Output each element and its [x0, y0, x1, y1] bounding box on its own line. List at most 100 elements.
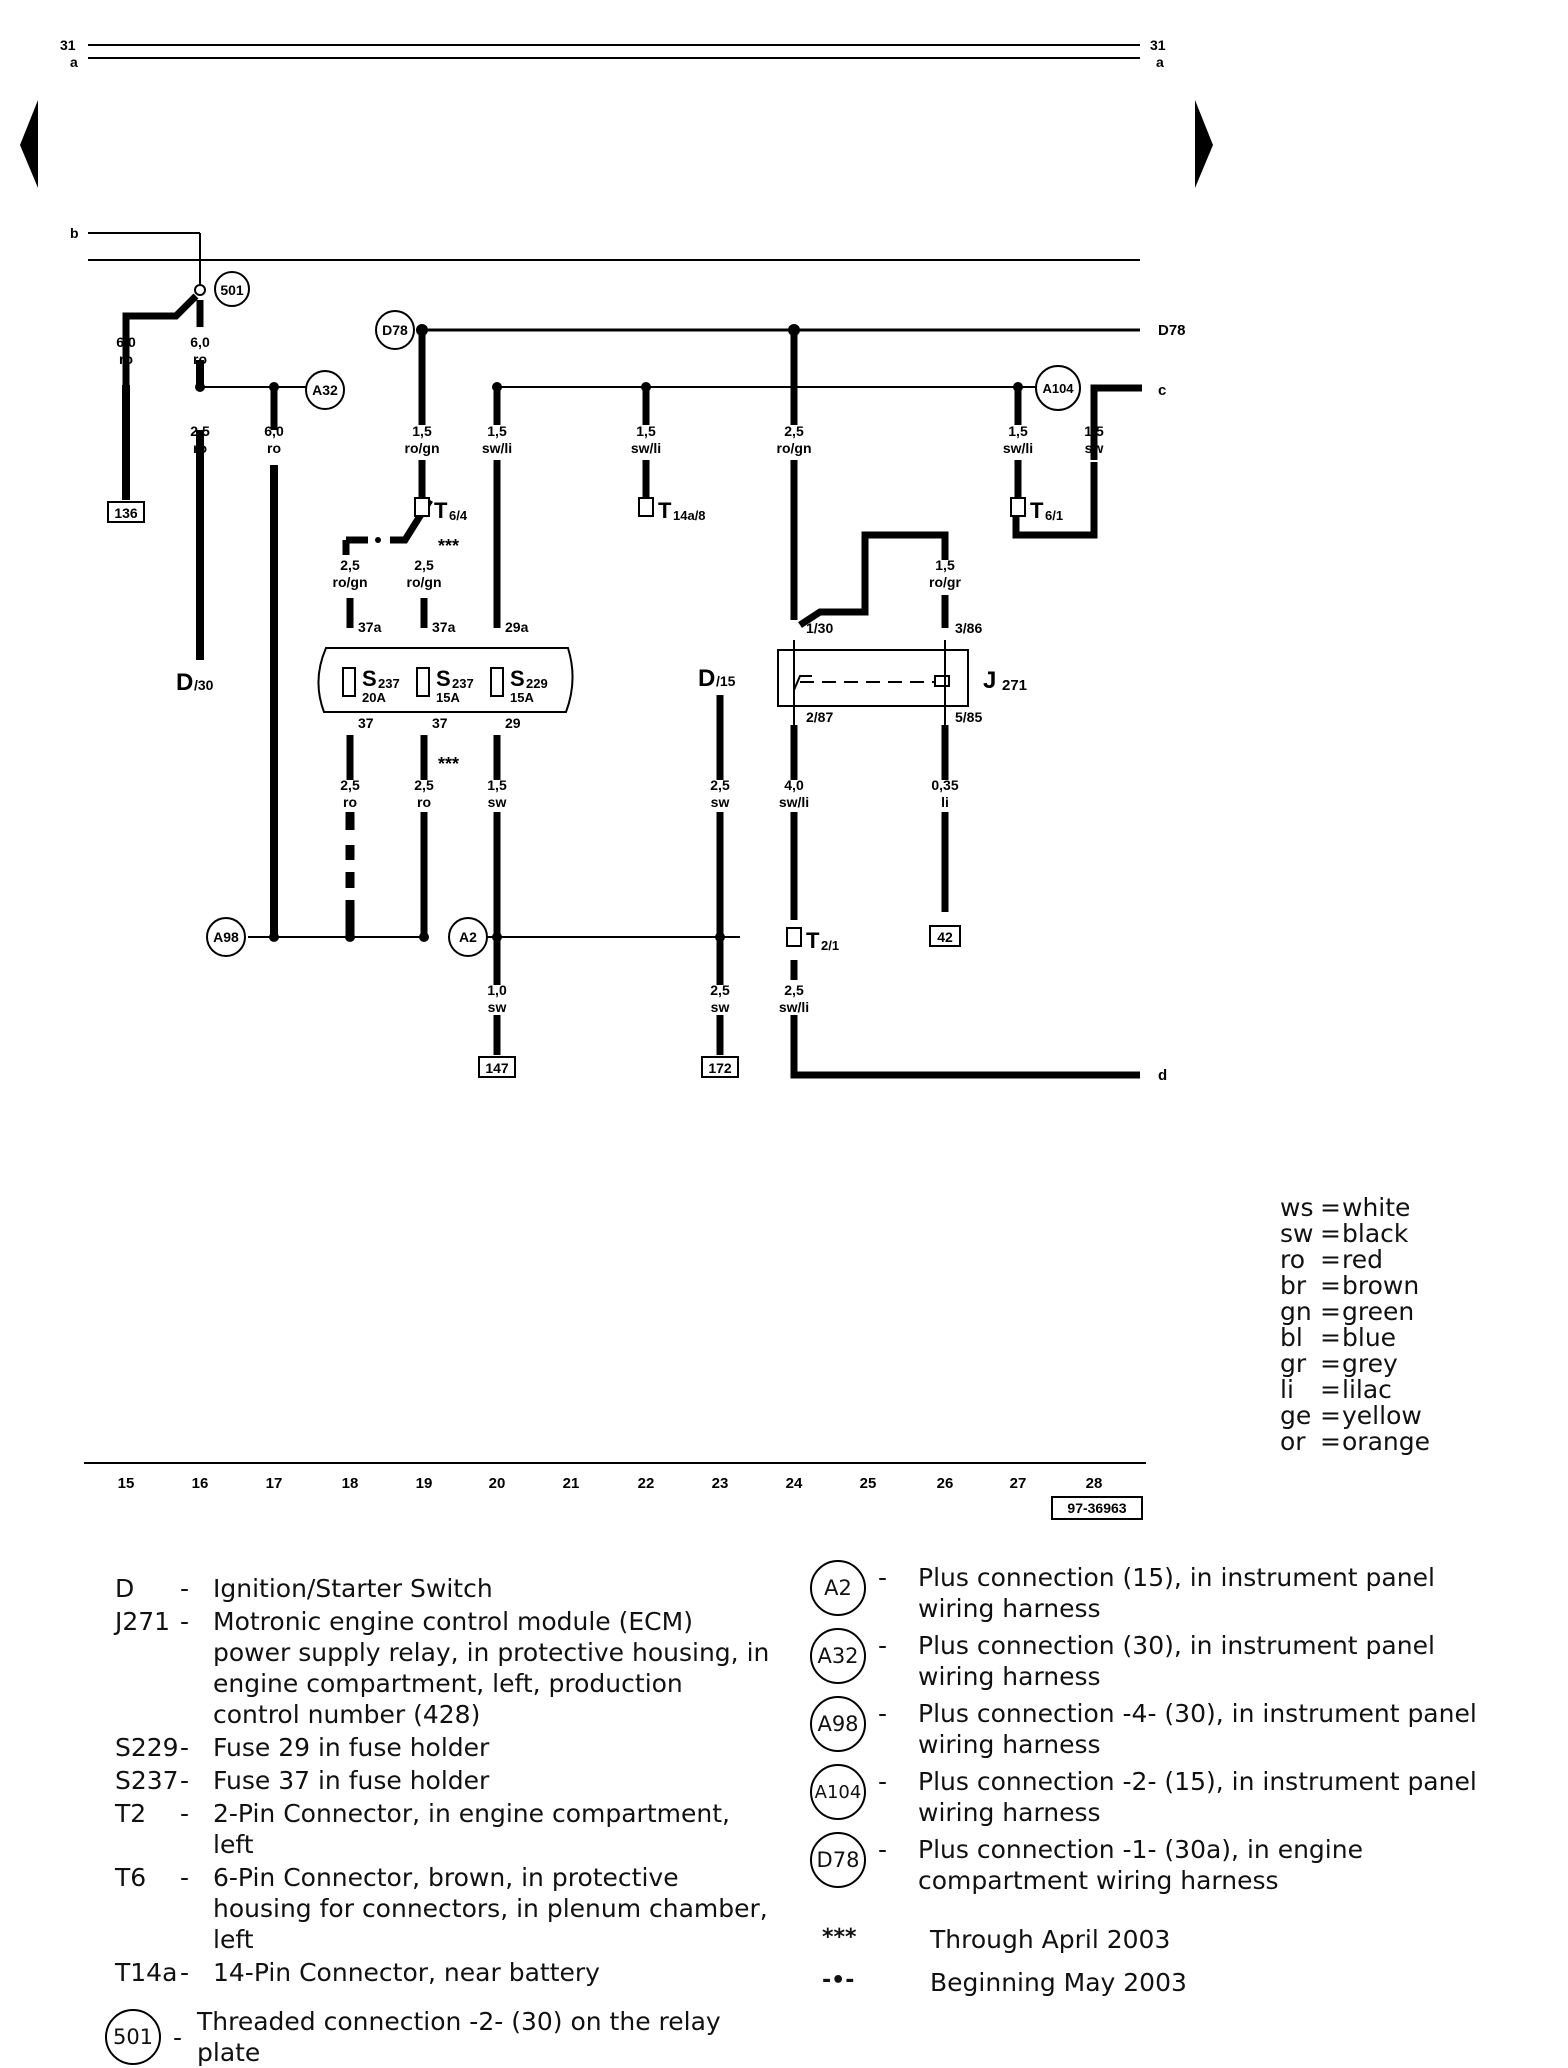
ignition-d30-label: D	[176, 669, 193, 696]
colour-abbr: br	[1280, 1271, 1307, 1300]
colour-code-row: br=brown	[1280, 1271, 1420, 1300]
svg-text:A2: A2	[459, 929, 477, 945]
column-number: 15	[118, 1475, 135, 1492]
wire-label-w19-size: 0,35	[931, 777, 958, 793]
wire-label-w19-colour: li	[941, 794, 949, 810]
wire-label-w18-colour: sw/li	[779, 794, 809, 810]
colour-abbr: sw	[1280, 1219, 1314, 1248]
wire-labels: 6,0ro6,0ro2,5ro6,0ro1,5ro/gn1,5sw/li1,5s…	[116, 334, 1104, 1015]
svg-text:6/4: 6/4	[449, 508, 468, 523]
colour-name: green	[1342, 1297, 1415, 1326]
svg-text:229: 229	[526, 676, 548, 691]
supply-lines: b	[70, 225, 1140, 286]
colour-name: red	[1342, 1245, 1383, 1274]
t6-4-label: T	[434, 498, 448, 523]
wire-label-w20-size: 1,0	[487, 982, 507, 998]
legend-row: S237-Fuse 37 in fuse holder	[115, 1765, 775, 1796]
legend-text: Ignition/Starter Switch	[213, 1574, 493, 1603]
connection-circle: A104	[810, 1764, 866, 1820]
svg-text:501: 501	[220, 282, 244, 298]
colour-abbr: gr	[1280, 1349, 1307, 1378]
legend-row: D-Ignition/Starter Switch	[115, 1573, 775, 1604]
svg-text:37a: 37a	[432, 619, 456, 635]
svg-text:/15: /15	[716, 673, 736, 689]
wire-label-w20-colour: sw	[488, 999, 507, 1015]
wire-label-w9-colour: sw/li	[1003, 440, 1033, 456]
wire-label-w8-colour: ro/gn	[777, 440, 812, 456]
legend-row: J271-Motronic engine control module (ECM…	[115, 1606, 775, 1730]
bus-a-right: a	[1156, 54, 1164, 70]
wire-label-w11-colour: ro/gn	[333, 574, 368, 590]
svg-text:14a/8: 14a/8	[673, 508, 706, 523]
svg-text:5/85: 5/85	[955, 709, 982, 725]
connector-a98	[206, 917, 246, 957]
prev-page-arrow-icon[interactable]	[20, 100, 38, 188]
colour-code-row: bl=blue	[1280, 1323, 1397, 1352]
colour-abbr: ro	[1280, 1245, 1306, 1274]
wire-label-w4-size: 6,0	[264, 423, 284, 439]
svg-text:A104: A104	[1042, 381, 1074, 396]
colour-name: white	[1342, 1193, 1411, 1222]
wire-label-w7-size: 1,5	[636, 423, 656, 439]
connection-text: Plus connection (15), in instrument pane…	[918, 1563, 1435, 1623]
column-number: 18	[342, 1475, 359, 1492]
ref-136[interactable]: 136	[114, 505, 138, 521]
symbol-legend-row: ***Through April 2003	[810, 1922, 1510, 1955]
connection-text: Plus connection -1- (30a), in engine com…	[918, 1835, 1363, 1895]
column-number: 16	[192, 1475, 209, 1492]
stars-through-april-2: ***	[438, 754, 459, 774]
wire-label-w5-size: 1,5	[412, 423, 432, 439]
ref-42[interactable]: 42	[937, 929, 953, 945]
colour-name: orange	[1342, 1427, 1430, 1456]
wire-label-w4-colour: ro	[267, 440, 281, 456]
next-page-arrow-icon[interactable]	[1195, 100, 1213, 188]
fuse-s229: S	[510, 666, 525, 691]
legend-row: T6-6-Pin Connector, brown, in protective…	[115, 1862, 775, 1955]
column-number: 17	[266, 1475, 283, 1492]
header-bus: 31 a 31 a	[60, 37, 1166, 70]
symbol: ***	[822, 1925, 857, 1950]
wire-label-w6-size: 1,5	[487, 423, 507, 439]
svg-text:/30: /30	[194, 677, 214, 693]
wire-label-w21-colour: sw	[711, 999, 730, 1015]
wire-label-w2-colour: ro	[193, 351, 207, 367]
svg-text:37a: 37a	[358, 619, 382, 635]
colour-name: brown	[1342, 1271, 1420, 1300]
svg-text:237: 237	[378, 676, 400, 691]
connector-a2	[448, 917, 488, 957]
wire-label-w1-size: 6,0	[116, 334, 136, 350]
colour-name: black	[1342, 1219, 1409, 1248]
ref-172[interactable]: 172	[708, 1060, 732, 1076]
connection-legend: A2-Plus connection (15), in instrument p…	[810, 1560, 1510, 2008]
symbol-legend-row: -•-Beginning May 2003	[810, 1965, 1510, 1998]
svg-text:A98: A98	[213, 929, 239, 945]
ignition-d15-label: D	[698, 665, 715, 692]
wire-label-w15-size: 2,5	[414, 777, 434, 793]
legend-code: T2	[115, 1799, 147, 1828]
colour-name: yellow	[1342, 1401, 1422, 1430]
wire-label-w10-colour: sw	[1085, 440, 1104, 456]
legend-text: Fuse 29 in fuse holder	[213, 1733, 490, 1762]
ref-147[interactable]: 147	[485, 1060, 509, 1076]
column-number: 25	[860, 1475, 877, 1492]
connection-text: Plus connection (30), in instrument pane…	[918, 1631, 1435, 1691]
svg-text:D78: D78	[382, 322, 408, 338]
legend-text: 2-Pin Connector, in engine compartment, …	[213, 1799, 730, 1859]
wire-label-w6-colour: sw/li	[482, 440, 512, 456]
wire-label-w2-size: 6,0	[190, 334, 210, 350]
wire-label-w13-size: 1,5	[935, 557, 955, 573]
column-number: 24	[786, 1475, 803, 1492]
wire-label-w16-colour: sw	[488, 794, 507, 810]
connector-a32	[305, 370, 345, 410]
wire-label-w11-size: 2,5	[340, 557, 360, 573]
svg-text:237: 237	[452, 676, 474, 691]
connection-circle: D78	[810, 1832, 866, 1888]
colour-abbr: ge	[1280, 1401, 1312, 1430]
wire-label-w12-size: 2,5	[414, 557, 434, 573]
legend-code: D	[115, 1574, 135, 1603]
svg-text:15A: 15A	[436, 690, 460, 705]
svg-text:A32: A32	[312, 382, 338, 398]
column-number: 21	[563, 1475, 580, 1492]
